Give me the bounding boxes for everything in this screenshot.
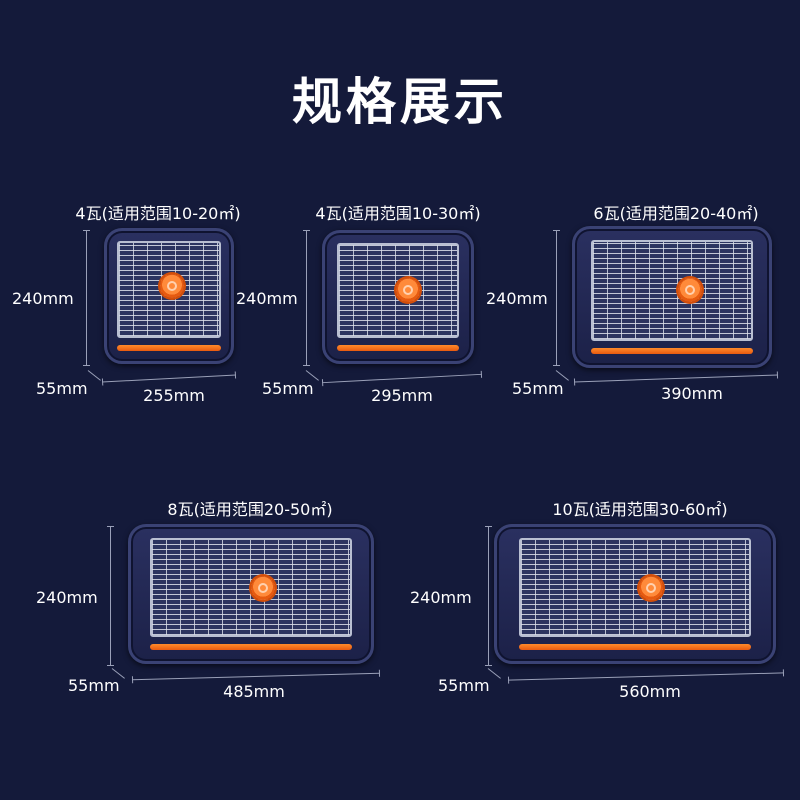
grid-panel <box>590 239 754 341</box>
height-dimension-line <box>553 230 560 366</box>
width-dimension-line <box>132 672 380 681</box>
height-label: 240mm <box>12 289 74 308</box>
switch-knob-icon <box>639 576 663 600</box>
product-caption: 4瓦(适用范围10-30㎡) <box>315 204 481 223</box>
width-label: 295mm <box>371 386 433 405</box>
height-dimension-line <box>83 230 90 366</box>
depth-label: 55mm <box>438 676 490 695</box>
depth-label: 55mm <box>36 379 88 398</box>
height-dimension-line <box>303 230 310 366</box>
width-label: 560mm <box>619 682 681 701</box>
width-label: 255mm <box>143 386 205 405</box>
depth-dimension-line <box>487 668 501 679</box>
switch-knob-icon <box>251 576 275 600</box>
width-label: 485mm <box>223 682 285 701</box>
product-caption: 4瓦(适用范围10-20㎡) <box>75 204 241 223</box>
mosquito-killer-image <box>572 226 772 368</box>
orange-light-bar <box>116 344 222 351</box>
mosquito-killer-image <box>494 524 776 664</box>
orange-light-bar <box>519 644 751 651</box>
product-caption: 10瓦(适用范围30-60㎡) <box>552 500 728 519</box>
height-dimension-line <box>485 526 492 666</box>
grid-panel <box>116 241 222 338</box>
switch-knob-icon <box>396 278 420 302</box>
orange-light-bar <box>150 644 352 651</box>
width-dimension-line <box>574 374 778 383</box>
width-dimension-line <box>322 373 482 384</box>
height-dimension-line <box>107 526 114 666</box>
page-title: 规格展示 <box>292 73 508 131</box>
switch-knob-icon <box>160 274 184 298</box>
height-label: 240mm <box>36 588 98 607</box>
orange-light-bar <box>590 348 754 355</box>
grid-panel <box>519 537 751 637</box>
height-label: 240mm <box>410 588 472 607</box>
depth-dimension-line <box>87 370 101 381</box>
product-caption: 8瓦(适用范围20-50㎡) <box>167 500 333 519</box>
product-caption: 6瓦(适用范围20-40㎡) <box>593 204 759 223</box>
depth-label: 55mm <box>262 379 314 398</box>
width-dimension-line <box>102 374 236 383</box>
width-dimension-line <box>508 672 784 681</box>
height-label: 240mm <box>486 289 548 308</box>
height-label: 240mm <box>236 289 298 308</box>
depth-label: 55mm <box>68 676 120 695</box>
mosquito-killer-image <box>128 524 374 664</box>
switch-knob-icon <box>678 278 702 302</box>
depth-label: 55mm <box>512 379 564 398</box>
orange-light-bar <box>336 344 460 351</box>
width-label: 390mm <box>661 384 723 403</box>
